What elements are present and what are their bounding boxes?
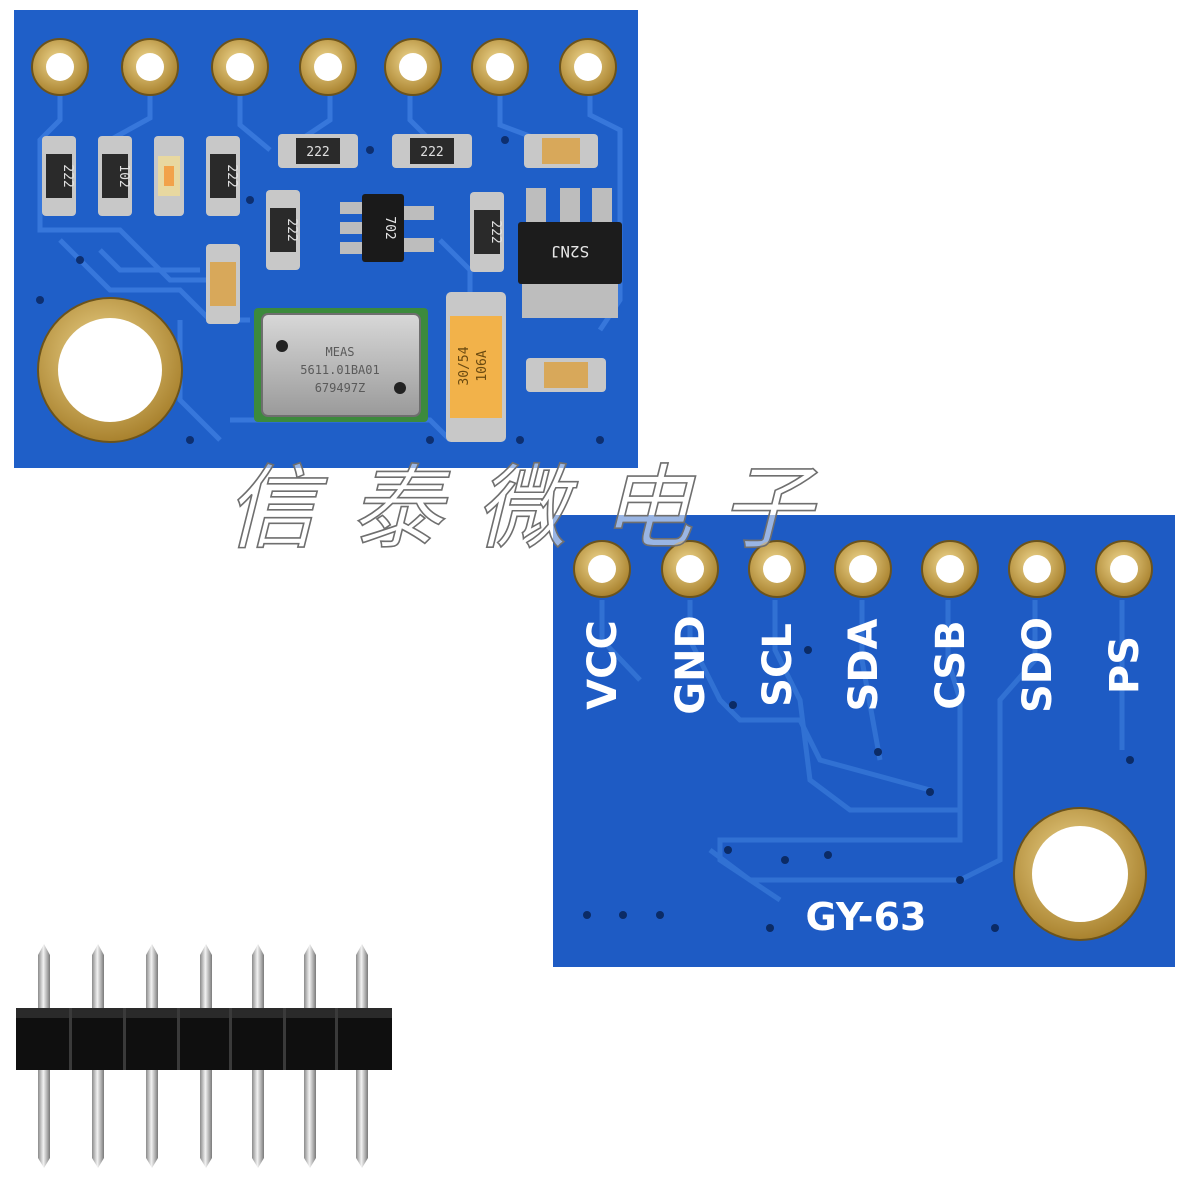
watermark-char: 微 bbox=[475, 455, 578, 562]
resistor-code: 222 bbox=[488, 220, 503, 243]
back-header-pads bbox=[573, 540, 1153, 598]
pressure-sensor: MEAS 5611.01BA01 679497Z bbox=[254, 308, 428, 422]
pad bbox=[471, 38, 529, 96]
resistor: 222 bbox=[206, 136, 240, 216]
resistor: 222 bbox=[266, 190, 300, 270]
pin-header bbox=[16, 944, 392, 1168]
resistor-code: 102 bbox=[116, 164, 131, 187]
pad bbox=[384, 38, 442, 96]
pin-label-gnd: GND bbox=[668, 615, 714, 715]
pad bbox=[921, 540, 979, 598]
resistor: 222 bbox=[278, 134, 358, 168]
pad bbox=[121, 38, 179, 96]
pad bbox=[573, 540, 631, 598]
back-vias bbox=[583, 646, 1134, 932]
led bbox=[154, 136, 184, 216]
front-board: 222 102 222 222 222 bbox=[14, 10, 638, 468]
pad bbox=[834, 540, 892, 598]
pad bbox=[1008, 540, 1066, 598]
back-traces bbox=[599, 600, 1125, 903]
front-header-pads bbox=[31, 38, 617, 96]
back-mounting-hole bbox=[1013, 807, 1147, 941]
front-mounting-hole bbox=[37, 297, 183, 443]
capacitor bbox=[524, 134, 598, 168]
tant-cap-mark-line: 30/54 bbox=[457, 346, 472, 385]
header-housing bbox=[16, 1008, 392, 1070]
pad bbox=[211, 38, 269, 96]
resistor-code: 222 bbox=[306, 145, 329, 160]
resistor-code: 222 bbox=[420, 145, 443, 160]
regulator-mark: S2NJ bbox=[551, 242, 590, 261]
ldo-ic: 702 bbox=[340, 194, 434, 262]
pin-label-sda: SDA bbox=[841, 618, 887, 711]
resistor: 222 bbox=[470, 192, 504, 272]
capacitor bbox=[206, 244, 240, 324]
back-board: VCC GND SCL SDA CSB SDO PS GY-63 bbox=[553, 515, 1175, 967]
voltage-regulator: S2NJ bbox=[518, 188, 622, 318]
pad bbox=[748, 540, 806, 598]
resistor: 222 bbox=[42, 136, 76, 216]
watermark-char: 电 bbox=[600, 455, 696, 562]
watermark-char: 信 bbox=[225, 455, 328, 562]
resistor: 222 bbox=[392, 134, 472, 168]
pin-label-scl: SCL bbox=[755, 623, 801, 707]
sensor-mark-line: 679497Z bbox=[315, 381, 366, 395]
resistor: 102 bbox=[98, 136, 132, 216]
resistor-code: 222 bbox=[284, 218, 299, 241]
tant-cap-mark-line: 106A bbox=[475, 350, 490, 381]
pad bbox=[299, 38, 357, 96]
resistor-code: 222 bbox=[60, 164, 75, 187]
pin-label-vcc: VCC bbox=[580, 620, 626, 710]
tantalum-capacitor: 106A 30/54 bbox=[446, 292, 506, 442]
watermark-char: 泰 bbox=[350, 455, 451, 562]
capacitor bbox=[526, 358, 606, 392]
sensor-mark-line: MEAS bbox=[326, 345, 355, 359]
pad bbox=[559, 38, 617, 96]
pin-label-ps: PS bbox=[1102, 636, 1148, 694]
pad bbox=[31, 38, 89, 96]
watermark-char: 子 bbox=[720, 455, 818, 562]
pad bbox=[1095, 540, 1153, 598]
ic-mark: 702 bbox=[382, 216, 397, 239]
watermark: 信 泰 微 电 子 bbox=[224, 454, 819, 563]
pin-label-sdo: SDO bbox=[1015, 617, 1061, 713]
model-label: GY-63 bbox=[806, 895, 927, 939]
sensor-mark-line: 5611.01BA01 bbox=[300, 363, 379, 377]
resistor-code: 222 bbox=[224, 164, 239, 187]
pin-labels: VCC GND SCL SDA CSB SDO PS bbox=[580, 615, 1148, 715]
pad bbox=[661, 540, 719, 598]
pin-label-csb: CSB bbox=[928, 620, 974, 709]
